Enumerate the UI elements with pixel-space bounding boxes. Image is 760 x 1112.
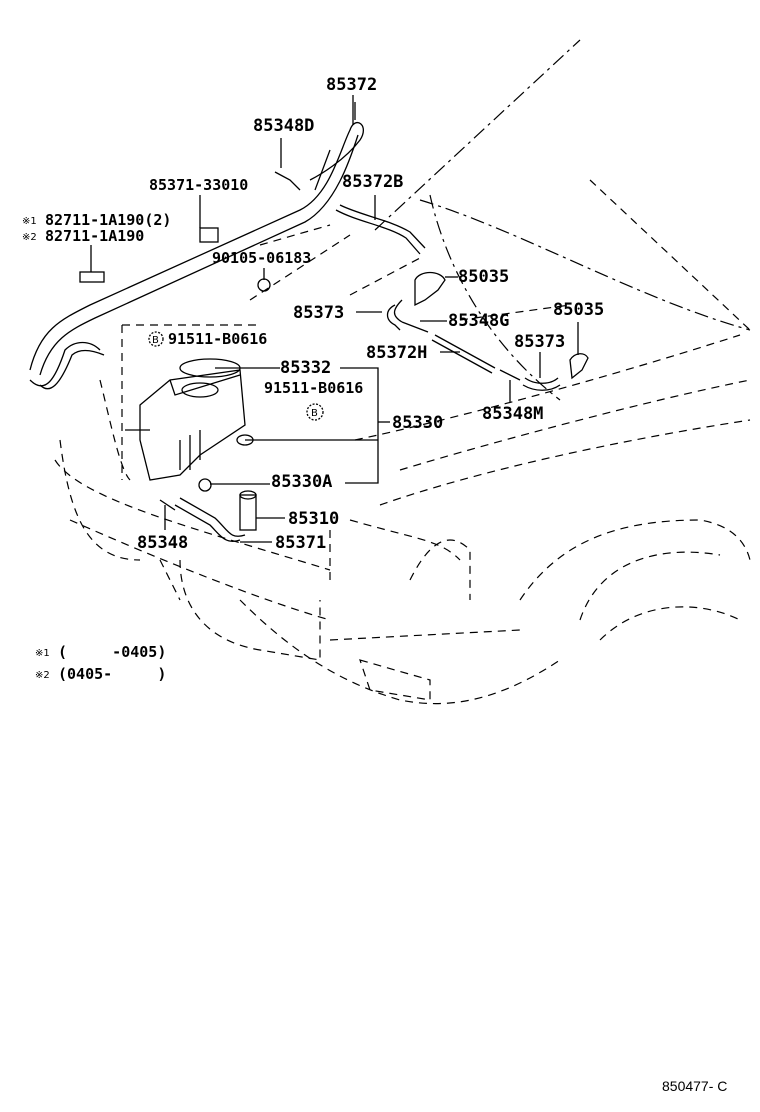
hose-85372 — [29, 102, 365, 376]
label-85371-33010: 85371-33010 — [149, 176, 248, 194]
label-82711-1A190-2: 82711-1A190(2) — [45, 211, 171, 229]
label-91511-B0616-lower: 91511-B0616 — [264, 379, 363, 397]
nozzle-85035-left — [414, 271, 446, 307]
label-90105-06183: 90105-06183 — [212, 249, 311, 267]
marker-b-2: B — [311, 408, 318, 419]
label-85332: 85332 — [280, 358, 331, 378]
label-82711-1A190: 82711-1A190 — [45, 227, 144, 245]
marker-b-circle-2 — [306, 403, 324, 421]
label-85372B: 85372B — [342, 172, 403, 192]
label-85372H: 85372H — [366, 343, 427, 363]
hose-85372H — [431, 334, 496, 374]
hose-85372B — [335, 195, 426, 255]
marker-b: B — [152, 335, 159, 346]
marker-b-circle — [148, 331, 164, 347]
part-labels: 85372 85348D 85371-33010 85372B ※1 82711… — [22, 75, 604, 553]
label-85330: 85330 — [392, 413, 443, 433]
clip-82711 — [79, 271, 105, 283]
leader-lines — [90, 95, 579, 543]
label-85348D: 85348D — [253, 116, 314, 136]
label-85348M: 85348M — [482, 404, 543, 424]
hose-loop-left — [29, 341, 105, 390]
connector-85348G — [401, 321, 429, 333]
connector-85348D — [274, 171, 301, 191]
marker-1: ※1 — [22, 216, 37, 227]
label-85310: 85310 — [288, 509, 339, 529]
label-85035-left: 85035 — [458, 267, 509, 287]
car-body-outline — [54, 39, 751, 705]
label-85035-right: 85035 — [553, 300, 604, 320]
nozzle-85035-right — [569, 353, 589, 380]
label-91511-B0616-upper: 91511-B0616 — [168, 330, 267, 348]
footnotes: ※1 ( -0405) ※2 (0405- ) — [35, 643, 166, 683]
note-1-range: ( -0405) — [58, 643, 166, 661]
clip-90105 — [257, 278, 271, 292]
washer-pump — [198, 478, 257, 531]
washer-tank — [125, 358, 254, 481]
hose-85373-right — [522, 377, 561, 391]
label-85348: 85348 — [137, 533, 188, 553]
note-1-marker: ※1 — [35, 648, 50, 659]
illustration-code: 850477- C — [662, 1078, 727, 1094]
marker-2: ※2 — [22, 232, 37, 243]
label-85373-right: 85373 — [514, 332, 565, 352]
label-85330A: 85330A — [271, 472, 332, 492]
hose-85371 — [159, 497, 246, 542]
label-85372: 85372 — [326, 75, 377, 95]
note-2-marker: ※2 — [35, 670, 50, 681]
clip-85371-33010 — [199, 227, 219, 243]
note-2-range: (0405- ) — [58, 665, 166, 683]
hose-85373-left — [386, 299, 403, 331]
label-85371: 85371 — [275, 533, 326, 553]
label-85348G: 85348G — [448, 311, 509, 331]
connector-85348M — [499, 369, 521, 381]
label-85373-left: 85373 — [293, 303, 344, 323]
